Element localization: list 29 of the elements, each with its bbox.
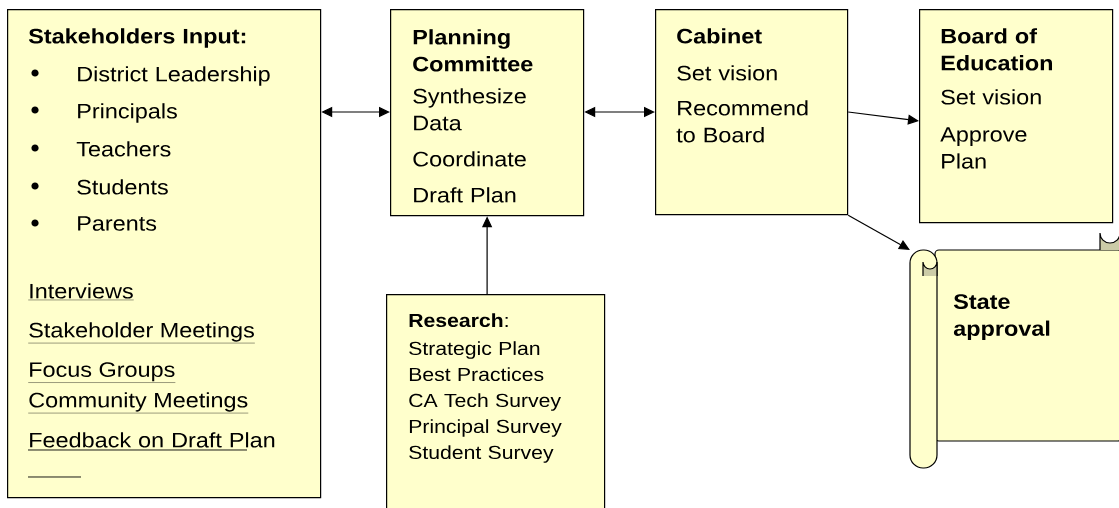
arrow <box>847 214 910 250</box>
box-text: Draft Plan <box>414 187 516 203</box>
arrow <box>847 111 919 125</box>
box-text: CA Tech Survey <box>409 393 561 411</box>
bullet-item: Parents <box>78 216 157 231</box>
box-text: Set vision <box>941 89 1041 105</box>
link-text: Interviews <box>28 283 134 301</box>
bullet-item: Principals <box>78 103 177 123</box>
box-heading: Research: <box>409 313 508 328</box>
link-text: Stakeholder Meetings <box>28 322 256 344</box>
bullet-item: Teachers <box>76 141 171 157</box>
box-heading: Board of Education <box>941 28 1052 71</box>
link-text: Focus Groups <box>28 362 176 383</box>
box-text: Best Practices <box>409 367 544 382</box>
box-text: Set vision <box>677 65 777 81</box>
bullet-item: District Leadership <box>78 66 270 86</box>
box-text: Strategic Plan <box>409 341 540 359</box>
box-heading: Planning Committee <box>413 29 533 72</box>
box-text: Approve Plan <box>940 127 1027 169</box>
box-text: Student Survey <box>409 445 554 463</box>
box-text: Synthesize Data <box>413 88 526 131</box>
box-heading: Stakeholders Input: <box>28 28 246 48</box>
box-text: Recommend to Board <box>676 100 808 143</box>
link-text: Feedback on Draft Plan <box>27 432 275 478</box>
bullet-item: Students <box>77 179 168 195</box>
box-heading: Cabinet <box>677 28 762 44</box>
box-text: Principal Survey <box>409 419 562 437</box>
box-text: Coordinate <box>413 151 526 167</box>
link-text: Community Meetings <box>28 392 249 414</box>
